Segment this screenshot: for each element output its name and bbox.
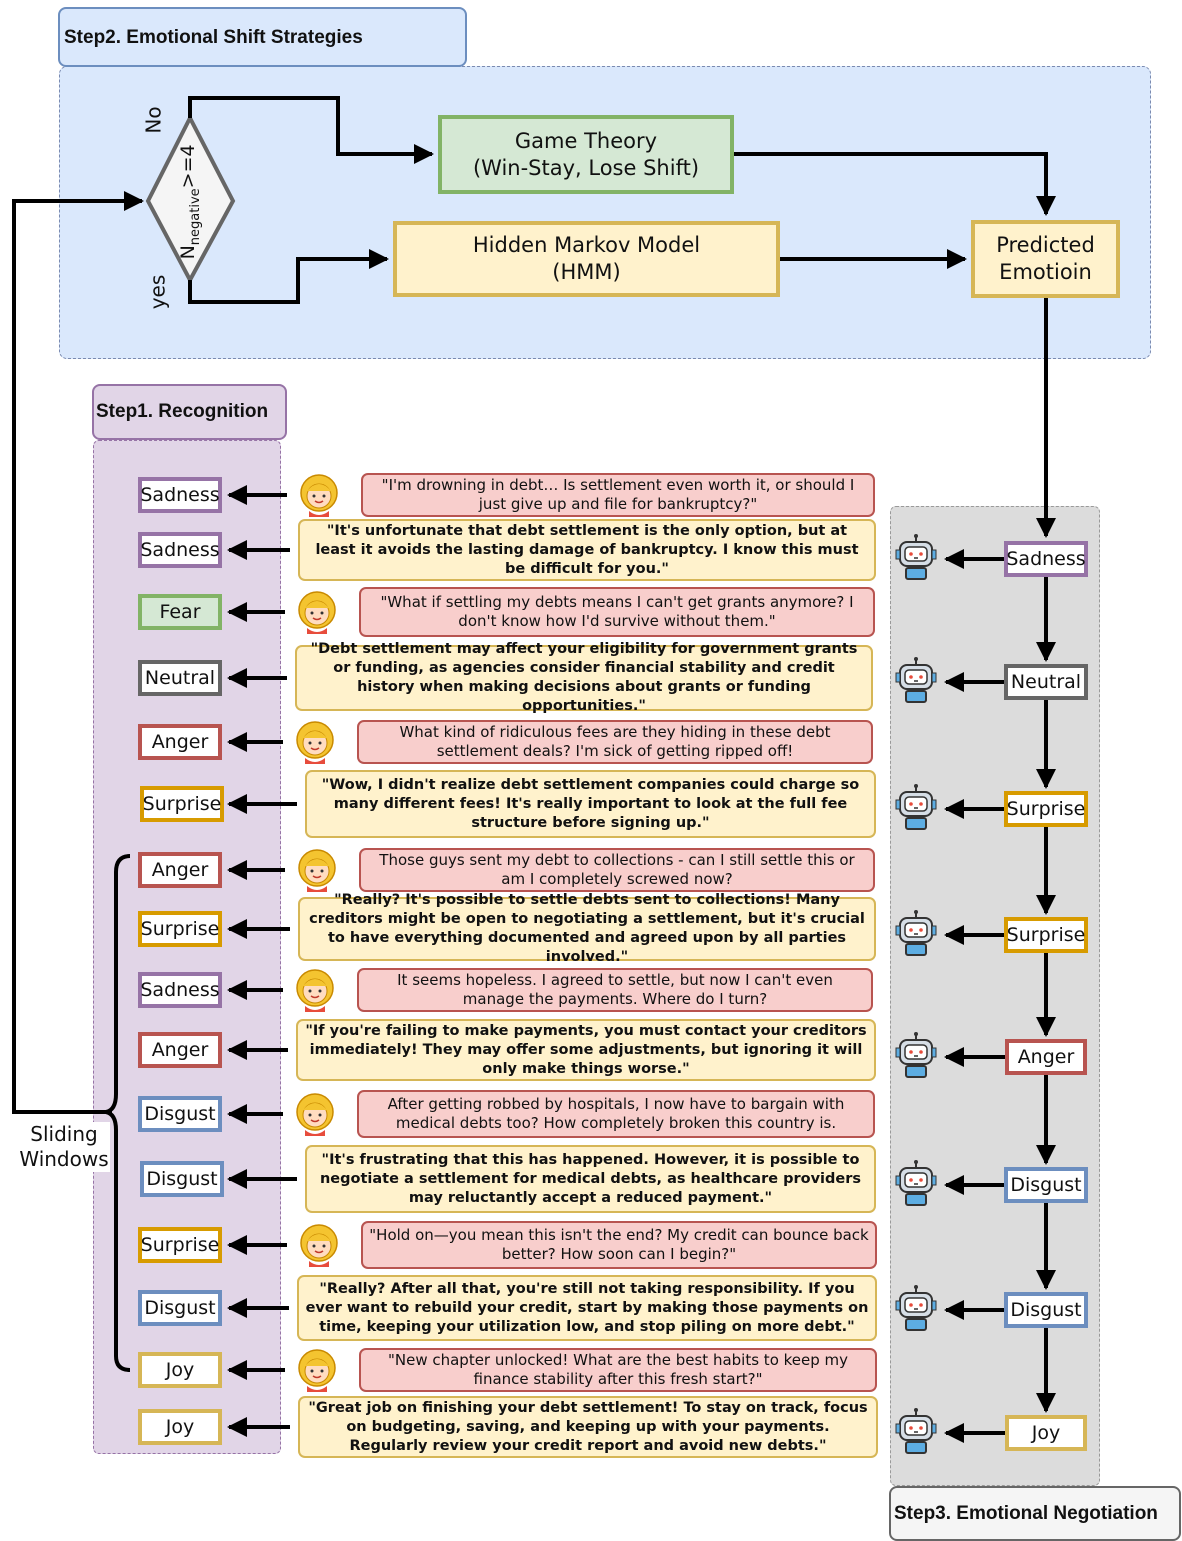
recognized-emotion-label: Anger — [138, 852, 222, 888]
user-utterance: "I'm drowning in debt… Is settlement eve… — [361, 473, 875, 517]
user-utterance: "What if settling my debts means I can't… — [359, 587, 875, 637]
recognized-emotion-label: Anger — [138, 1032, 222, 1068]
yes-label: yes — [145, 274, 170, 310]
bot-utterance: "Great job on finishing your debt settle… — [298, 1396, 878, 1458]
recognized-emotion-label: Sadness — [138, 972, 222, 1008]
sliding-window-brace — [105, 854, 131, 1372]
negotiation-emotion-label: Joy — [1005, 1415, 1087, 1451]
hmm-box: Hidden Markov Model (HMM) — [393, 221, 780, 297]
sliding-window-feedback-arrow — [12, 191, 144, 1114]
user-utterance: "Hold on—you mean this isn't the end? My… — [361, 1221, 877, 1269]
robot-avatar-icon — [895, 1032, 937, 1078]
user-utterance: What kind of ridiculous fees are they hi… — [357, 720, 873, 764]
recognized-emotion-label: Surprise — [138, 911, 222, 947]
sliding-windows-line-2: Windows — [19, 1147, 109, 1171]
robot-avatar-icon — [895, 657, 937, 703]
negotiation-emotion-label: Sadness — [1004, 541, 1088, 577]
user-avatar-icon — [296, 1093, 334, 1136]
step3-title: Step3. Emotional Negotiation — [889, 1486, 1181, 1541]
recognized-emotion-label: Disgust — [140, 1161, 224, 1197]
game-theory-line-1: Game Theory — [514, 128, 658, 153]
condition-rest: >=4 — [177, 144, 200, 189]
robot-avatar-icon — [895, 784, 937, 830]
step1-title: Step1. Recognition — [92, 384, 287, 440]
step2-panel — [59, 66, 1151, 359]
recognized-emotion-label: Joy — [138, 1409, 222, 1445]
game-theory-box: Game Theory (Win-Stay, Lose Shift) — [438, 115, 734, 194]
bot-utterance: "Really? After all that, you're still no… — [297, 1275, 877, 1341]
recognized-emotion-label: Sadness — [138, 532, 222, 568]
recognized-emotion-label: Neutral — [138, 660, 222, 696]
predicted-emotion-box: Predicted Emotioin — [971, 220, 1120, 298]
recognized-emotion-label: Fear — [138, 594, 222, 630]
user-avatar-icon — [298, 1349, 336, 1392]
yes-branch-arrow — [188, 249, 389, 304]
recognized-emotion-label: Sadness — [138, 477, 222, 513]
decision-condition: Nnegative>=4 — [177, 132, 203, 272]
user-avatar-icon — [298, 591, 336, 634]
no-label: No — [141, 106, 166, 134]
robot-avatar-icon — [895, 534, 937, 580]
robot-avatar-icon — [895, 1408, 937, 1454]
bot-utterance: "It's frustrating that this has happened… — [305, 1145, 876, 1213]
condition-sub: negative — [187, 188, 203, 246]
user-avatar-icon — [298, 849, 336, 892]
bot-utterance: "It's unfortunate that debt settlement i… — [298, 519, 876, 581]
negotiation-emotion-label: Disgust — [1004, 1292, 1088, 1328]
robot-avatar-icon — [895, 1160, 937, 1206]
robot-avatar-icon — [895, 1285, 937, 1331]
game-theory-to-predicted-arrow — [734, 152, 1056, 216]
no-branch-arrow — [188, 96, 434, 164]
recognized-emotion-label: Anger — [138, 724, 222, 760]
user-avatar-icon — [300, 474, 338, 517]
user-utterance: It seems hopeless. I agreed to settle, b… — [357, 968, 873, 1012]
negotiation-emotion-label: Surprise — [1004, 791, 1088, 827]
robot-avatar-icon — [895, 910, 937, 956]
predicted-line-2: Emotioin — [999, 260, 1092, 284]
game-theory-line-2: (Win-Stay, Lose Shift) — [472, 155, 700, 180]
user-utterance: "New chapter unlocked! What are the best… — [359, 1348, 877, 1392]
user-avatar-icon — [296, 969, 334, 1012]
sliding-windows-line-1: Sliding — [30, 1122, 98, 1146]
hmm-line-1: Hidden Markov Model — [472, 233, 701, 257]
recognized-emotion-label: Joy — [138, 1352, 222, 1388]
negotiation-emotion-label: Surprise — [1004, 917, 1088, 953]
user-avatar-icon — [296, 721, 334, 764]
recognized-emotion-label: Disgust — [138, 1096, 222, 1132]
user-utterance: Those guys sent my debt to collections -… — [359, 848, 875, 892]
step2-title: Step2. Emotional Shift Strategies — [58, 7, 467, 67]
recognized-emotion-label: Surprise — [138, 1227, 222, 1263]
negotiation-emotion-label: Neutral — [1004, 664, 1088, 700]
bot-utterance: "Wow, I didn't realize debt settlement c… — [305, 770, 876, 838]
hmm-line-2: (HMM) — [552, 260, 621, 284]
recognized-emotion-label: Surprise — [140, 786, 224, 822]
bot-utterance: "Debt settlement may affect your eligibi… — [295, 641, 873, 714]
user-utterance: After getting robbed by hospitals, I now… — [357, 1090, 875, 1138]
sliding-windows-label: Sliding Windows — [18, 1122, 110, 1172]
negotiation-emotion-label: Anger — [1005, 1039, 1087, 1075]
recognized-emotion-label: Disgust — [138, 1290, 222, 1326]
bot-utterance: "If you're failing to make payments, you… — [296, 1019, 876, 1081]
negotiation-emotion-label: Disgust — [1004, 1167, 1088, 1203]
user-avatar-icon — [300, 1224, 338, 1267]
condition-n: N — [177, 245, 200, 260]
predicted-line-1: Predicted — [996, 233, 1095, 257]
bot-utterance: "Really? It's possible to settle debts s… — [298, 892, 876, 965]
